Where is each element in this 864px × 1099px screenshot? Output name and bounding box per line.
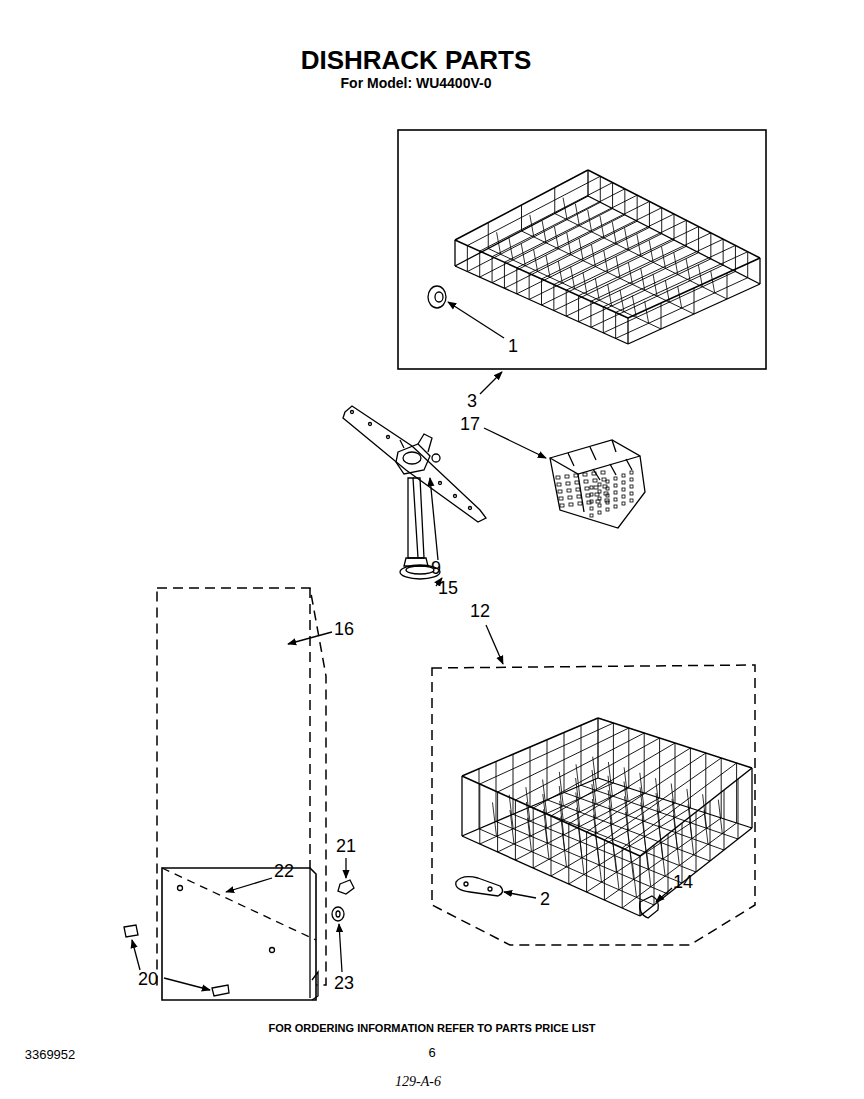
access-panel — [162, 868, 318, 1000]
rack-clip — [456, 877, 503, 896]
rack-wheel — [428, 286, 446, 308]
callout-number: 12 — [470, 602, 490, 622]
callout-number: 20 — [138, 970, 158, 990]
leader-arrow — [132, 302, 672, 990]
callout-number: 3 — [467, 392, 477, 412]
callout-number: 22 — [274, 862, 294, 882]
rack-end-cap — [640, 896, 659, 918]
callout-number: 16 — [334, 620, 354, 640]
silverware-basket — [550, 440, 645, 528]
callout-number: 9 — [431, 559, 441, 579]
spray-tube — [400, 478, 440, 579]
lower-dishrack — [462, 718, 752, 916]
model-subtitle: For Model: WU4400V-0 — [341, 76, 492, 91]
handwritten-code: 129-A-6 — [395, 1074, 441, 1089]
upper-dishrack — [455, 170, 760, 344]
document-number: 3369952 — [25, 1048, 76, 1062]
nut — [338, 880, 354, 894]
callout-number: 2 — [540, 890, 550, 910]
upper-rack-frame — [398, 130, 766, 369]
screw — [124, 925, 229, 996]
callout-number: 14 — [673, 873, 693, 893]
callout-number: 1 — [508, 337, 518, 357]
diagram-title: DISHRACK PARTS — [301, 46, 532, 75]
callout-number: 15 — [438, 579, 458, 599]
callout-number: 21 — [336, 837, 356, 857]
callout-number: 17 — [460, 415, 480, 435]
lower-rack-frame — [432, 665, 755, 945]
washer — [332, 907, 344, 921]
page-number: 6 — [428, 1046, 435, 1060]
ordering-note: FOR ORDERING INFORMATION REFER TO PARTS … — [269, 1022, 596, 1034]
callout-number: 23 — [334, 974, 354, 994]
